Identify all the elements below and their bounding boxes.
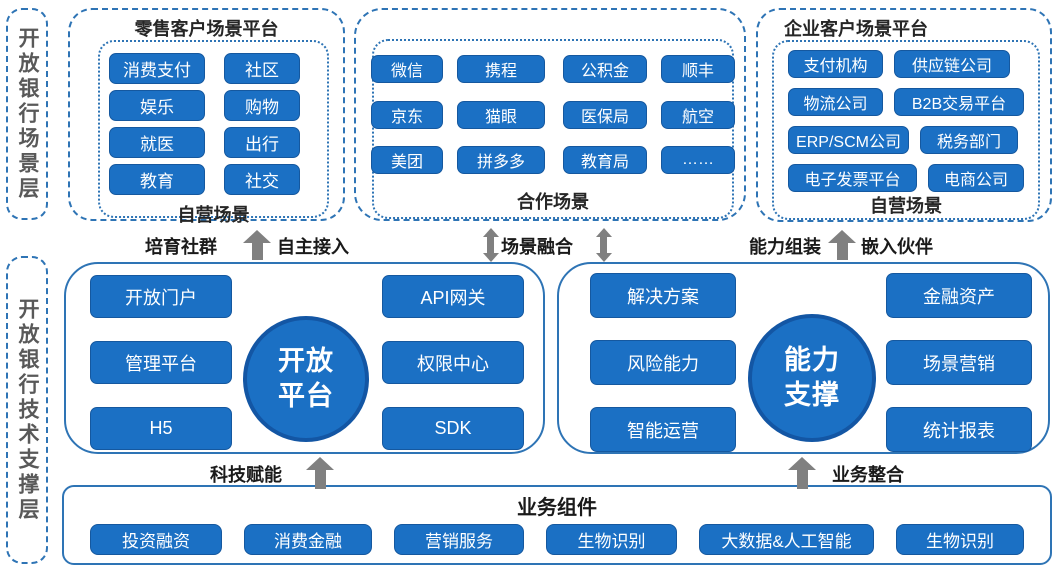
partner-node: 顺丰 [661,55,735,83]
enterprise-node: ERP/SCM公司 [788,126,909,154]
partner-group-internet: 微信 携程 京东 猫眼 美团 拼多多 [371,55,545,179]
business-components-box: 业务组件 投资融资 消费金融 营销服务 生物识别 大数据&人工智能 生物识别 [62,485,1052,565]
partner-node: 携程 [457,55,545,83]
up-arrow-icon [828,230,856,260]
retail-footer-label: 自营场景 [177,205,250,225]
open-platform-node: 开放门户 [90,275,232,318]
enterprise-platform-title: 企业客户场景平台 [784,19,928,39]
flow-label-cultivate-community: 培育社群 [145,237,217,257]
flow-label-business-integrate: 业务整合 [832,465,904,485]
open-platform-node: API网关 [382,275,524,318]
capability-node: 统计报表 [886,407,1032,452]
scene-layer-label: 开放银行场景层 [6,8,48,220]
retail-platform-box: 零售客户场景平台 消费支付 社区 娱乐 购物 就医 出行 教育 社交 [68,8,345,225]
component-node: 消费金融 [244,524,372,555]
retail-own-scene-box: 消费支付 社区 娱乐 购物 就医 出行 教育 社交 自营场景 [98,40,329,225]
capability-left-column: 解决方案 风险能力 智能运营 [590,273,736,452]
retail-node: 就医 [109,127,205,158]
open-platform-node: SDK [382,407,524,450]
flow-label-scene-fusion: 场景融合 [501,237,573,257]
enterprise-node-grid: 支付机构 供应链公司 物流公司 B2B交易平台 ERP/SCM公司 税务部门 电… [774,42,1038,192]
open-platform-box: 开放门户 管理平台 H5 API网关 权限中心 SDK 开放平台 [64,262,545,454]
retail-node: 出行 [224,127,300,158]
enterprise-node: 电子发票平台 [788,164,917,192]
open-platform-circle-label: 开放平台 [278,345,334,411]
retail-node: 社区 [224,53,300,84]
retail-platform-title: 零售客户场景平台 [134,19,279,39]
partner-footer-label: 合作场景 [517,192,589,212]
enterprise-node: B2B交易平台 [894,88,1024,116]
double-arrow-icon [595,228,612,262]
partner-platform-box: 微信 携程 京东 猫眼 美团 拼多多 公积金 顺丰 医保局 航空 教育局 …… … [354,8,746,221]
capability-support-box: 解决方案 风险能力 智能运营 金融资产 场景营销 统计报表 能力支撑 [557,262,1050,454]
component-node: 生物识别 [546,524,677,555]
flow-label-capability-assembly: 能力组装 [749,237,821,257]
up-arrow-icon [243,230,271,260]
component-node: 大数据&人工智能 [699,524,874,555]
retail-node: 社交 [224,164,300,195]
enterprise-node: 税务部门 [920,126,1018,154]
enterprise-footer-label: 自营场景 [870,196,942,216]
enterprise-node: 物流公司 [788,88,883,116]
partner-node: 拼多多 [457,146,545,175]
partner-node-grid: 微信 携程 京东 猫眼 美团 拼多多 公积金 顺丰 医保局 航空 教育局 …… [371,41,735,179]
retail-node: 购物 [224,90,300,121]
open-platform-node: H5 [90,407,232,450]
retail-node: 教育 [109,164,205,195]
partner-scene-box: 微信 携程 京东 猫眼 美团 拼多多 公积金 顺丰 医保局 航空 教育局 …… … [371,39,735,219]
tech-layer-label: 开放银行技术支撑层 [6,256,48,564]
open-platform-node: 权限中心 [382,341,524,384]
flow-label-self-access: 自主接入 [277,237,349,257]
capability-right-column: 金融资产 场景营销 统计报表 [886,273,1032,452]
partner-node: 教育局 [563,146,647,175]
component-node: 生物识别 [896,524,1024,555]
open-platform-right-column: API网关 权限中心 SDK [382,275,524,450]
partner-group-public: 公积金 顺丰 医保局 航空 教育局 …… [563,55,735,179]
capability-support-circle: 能力支撑 [748,314,876,442]
component-node: 投资融资 [90,524,222,555]
up-arrow-icon [306,457,334,489]
flow-label-embed-partner: 嵌入伙伴 [861,237,933,257]
partner-node: 猫眼 [457,100,545,129]
double-arrow-icon [482,228,499,262]
partner-node: 医保局 [563,100,647,129]
enterprise-own-scene-box: 支付机构 供应链公司 物流公司 B2B交易平台 ERP/SCM公司 税务部门 电… [772,40,1040,220]
capability-node: 解决方案 [590,273,736,318]
partner-node: 京东 [371,100,443,129]
enterprise-node: 支付机构 [788,50,883,78]
retail-node: 消费支付 [109,53,205,84]
retail-node: 娱乐 [109,90,205,121]
enterprise-platform-box: 企业客户场景平台 支付机构 供应链公司 物流公司 B2B交易平台 ERP/SCM… [756,8,1052,222]
partner-node: 微信 [371,55,443,83]
capability-node: 智能运营 [590,407,736,452]
enterprise-node: 电商公司 [928,164,1024,192]
open-platform-circle: 开放平台 [243,316,369,442]
business-components-row: 投资融资 消费金融 营销服务 生物识别 大数据&人工智能 生物识别 [64,524,1050,555]
business-components-title: 业务组件 [517,497,597,519]
partner-node-ellipsis: …… [661,146,735,175]
enterprise-node: 供应链公司 [894,50,1010,78]
retail-node-grid: 消费支付 社区 娱乐 购物 就医 出行 教育 社交 [100,42,327,201]
partner-node: 航空 [661,100,735,129]
partner-node: 公积金 [563,55,647,83]
open-platform-left-column: 开放门户 管理平台 H5 [90,275,232,450]
partner-node: 美团 [371,146,443,175]
flow-label-tech-enable: 科技赋能 [210,465,282,485]
capability-node: 金融资产 [886,273,1032,318]
capability-node: 场景营销 [886,340,1032,385]
component-node: 营销服务 [394,524,524,555]
up-arrow-icon [788,457,816,489]
capability-support-circle-label: 能力支撑 [784,344,840,410]
capability-node: 风险能力 [590,340,736,385]
open-platform-node: 管理平台 [90,341,232,384]
